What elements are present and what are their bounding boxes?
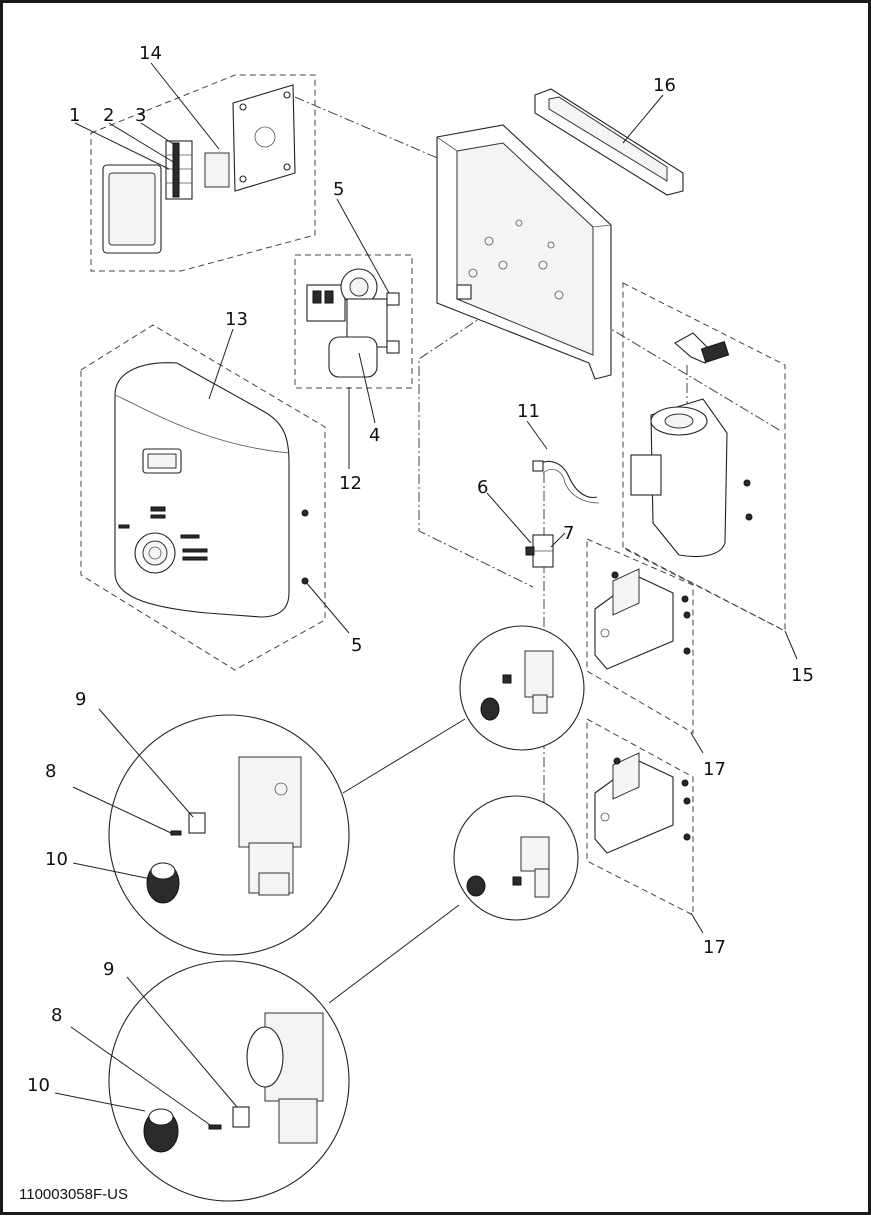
mounting-bracket-lower bbox=[594, 752, 691, 854]
group-box-pump-motor bbox=[622, 282, 786, 632]
group-box-electronics bbox=[90, 74, 316, 272]
callout-17-upper: 17 bbox=[703, 759, 726, 780]
document-number: 110003058F-US bbox=[19, 1186, 128, 1203]
frame-fitting bbox=[456, 284, 472, 300]
callout-9-lower: 9 bbox=[103, 959, 114, 980]
assembly-line-frame bbox=[418, 302, 534, 588]
callout-7: 7 bbox=[563, 523, 574, 544]
mounting-frame bbox=[436, 124, 612, 380]
callout-14: 14 bbox=[139, 43, 162, 64]
screw-upper bbox=[301, 509, 309, 517]
assembly-line-motor bbox=[600, 322, 782, 432]
leader-lines bbox=[54, 62, 798, 1128]
callout-2: 2 bbox=[103, 105, 114, 126]
callout-15: 15 bbox=[791, 665, 814, 686]
callout-9-upper: 9 bbox=[75, 689, 86, 710]
callout-17-lower: 17 bbox=[703, 937, 726, 958]
group-box-cover bbox=[80, 324, 326, 671]
callout-10-upper: 10 bbox=[45, 849, 68, 870]
valve-actuator bbox=[306, 268, 400, 378]
callout-8-lower: 8 bbox=[51, 1005, 62, 1026]
front-cover bbox=[114, 362, 309, 618]
detail-circle-upper-small bbox=[459, 625, 585, 751]
callout-10-lower: 10 bbox=[27, 1075, 50, 1096]
control-module-assembly bbox=[102, 84, 296, 254]
actuator-body bbox=[328, 336, 378, 378]
callout-6: 6 bbox=[477, 477, 488, 498]
motor-terminal bbox=[630, 454, 662, 496]
callout-11: 11 bbox=[517, 401, 540, 422]
hose-assembly bbox=[532, 460, 600, 504]
group-box-bracket-lower bbox=[586, 718, 694, 916]
microswitch bbox=[188, 812, 206, 834]
wall-plate bbox=[534, 88, 684, 196]
solenoid-valve bbox=[525, 534, 554, 568]
microswitch bbox=[232, 1106, 250, 1128]
callout-16: 16 bbox=[653, 75, 676, 96]
detail-connector-lower bbox=[328, 904, 460, 1004]
callout-5-upper: 5 bbox=[333, 179, 344, 200]
callout-5-lower: 5 bbox=[351, 635, 362, 656]
callout-8-upper: 8 bbox=[45, 761, 56, 782]
group-box-bracket-upper bbox=[586, 538, 694, 734]
detail-connector-upper bbox=[342, 718, 466, 794]
callout-4: 4 bbox=[369, 425, 380, 446]
detail-circle-lower-small bbox=[453, 795, 579, 921]
group-line bbox=[624, 547, 786, 632]
callout-3: 3 bbox=[135, 105, 146, 126]
callout-1: 1 bbox=[69, 105, 80, 126]
callout-12: 12 bbox=[339, 473, 362, 494]
junction-box bbox=[232, 84, 296, 192]
group-box-valve-actuator bbox=[294, 254, 413, 389]
pump-motor bbox=[630, 332, 753, 558]
callout-13: 13 bbox=[225, 309, 248, 330]
gasket bbox=[204, 152, 230, 188]
detail-circle-upper-large bbox=[108, 714, 350, 956]
exploded-parts-diagram: 1 2 3 14 16 5 13 4 12 11 6 7 5 15 9 17 8… bbox=[19, 43, 814, 1203]
detail-circle-lower-large bbox=[108, 960, 350, 1202]
mounting-bracket-upper bbox=[594, 568, 691, 670]
